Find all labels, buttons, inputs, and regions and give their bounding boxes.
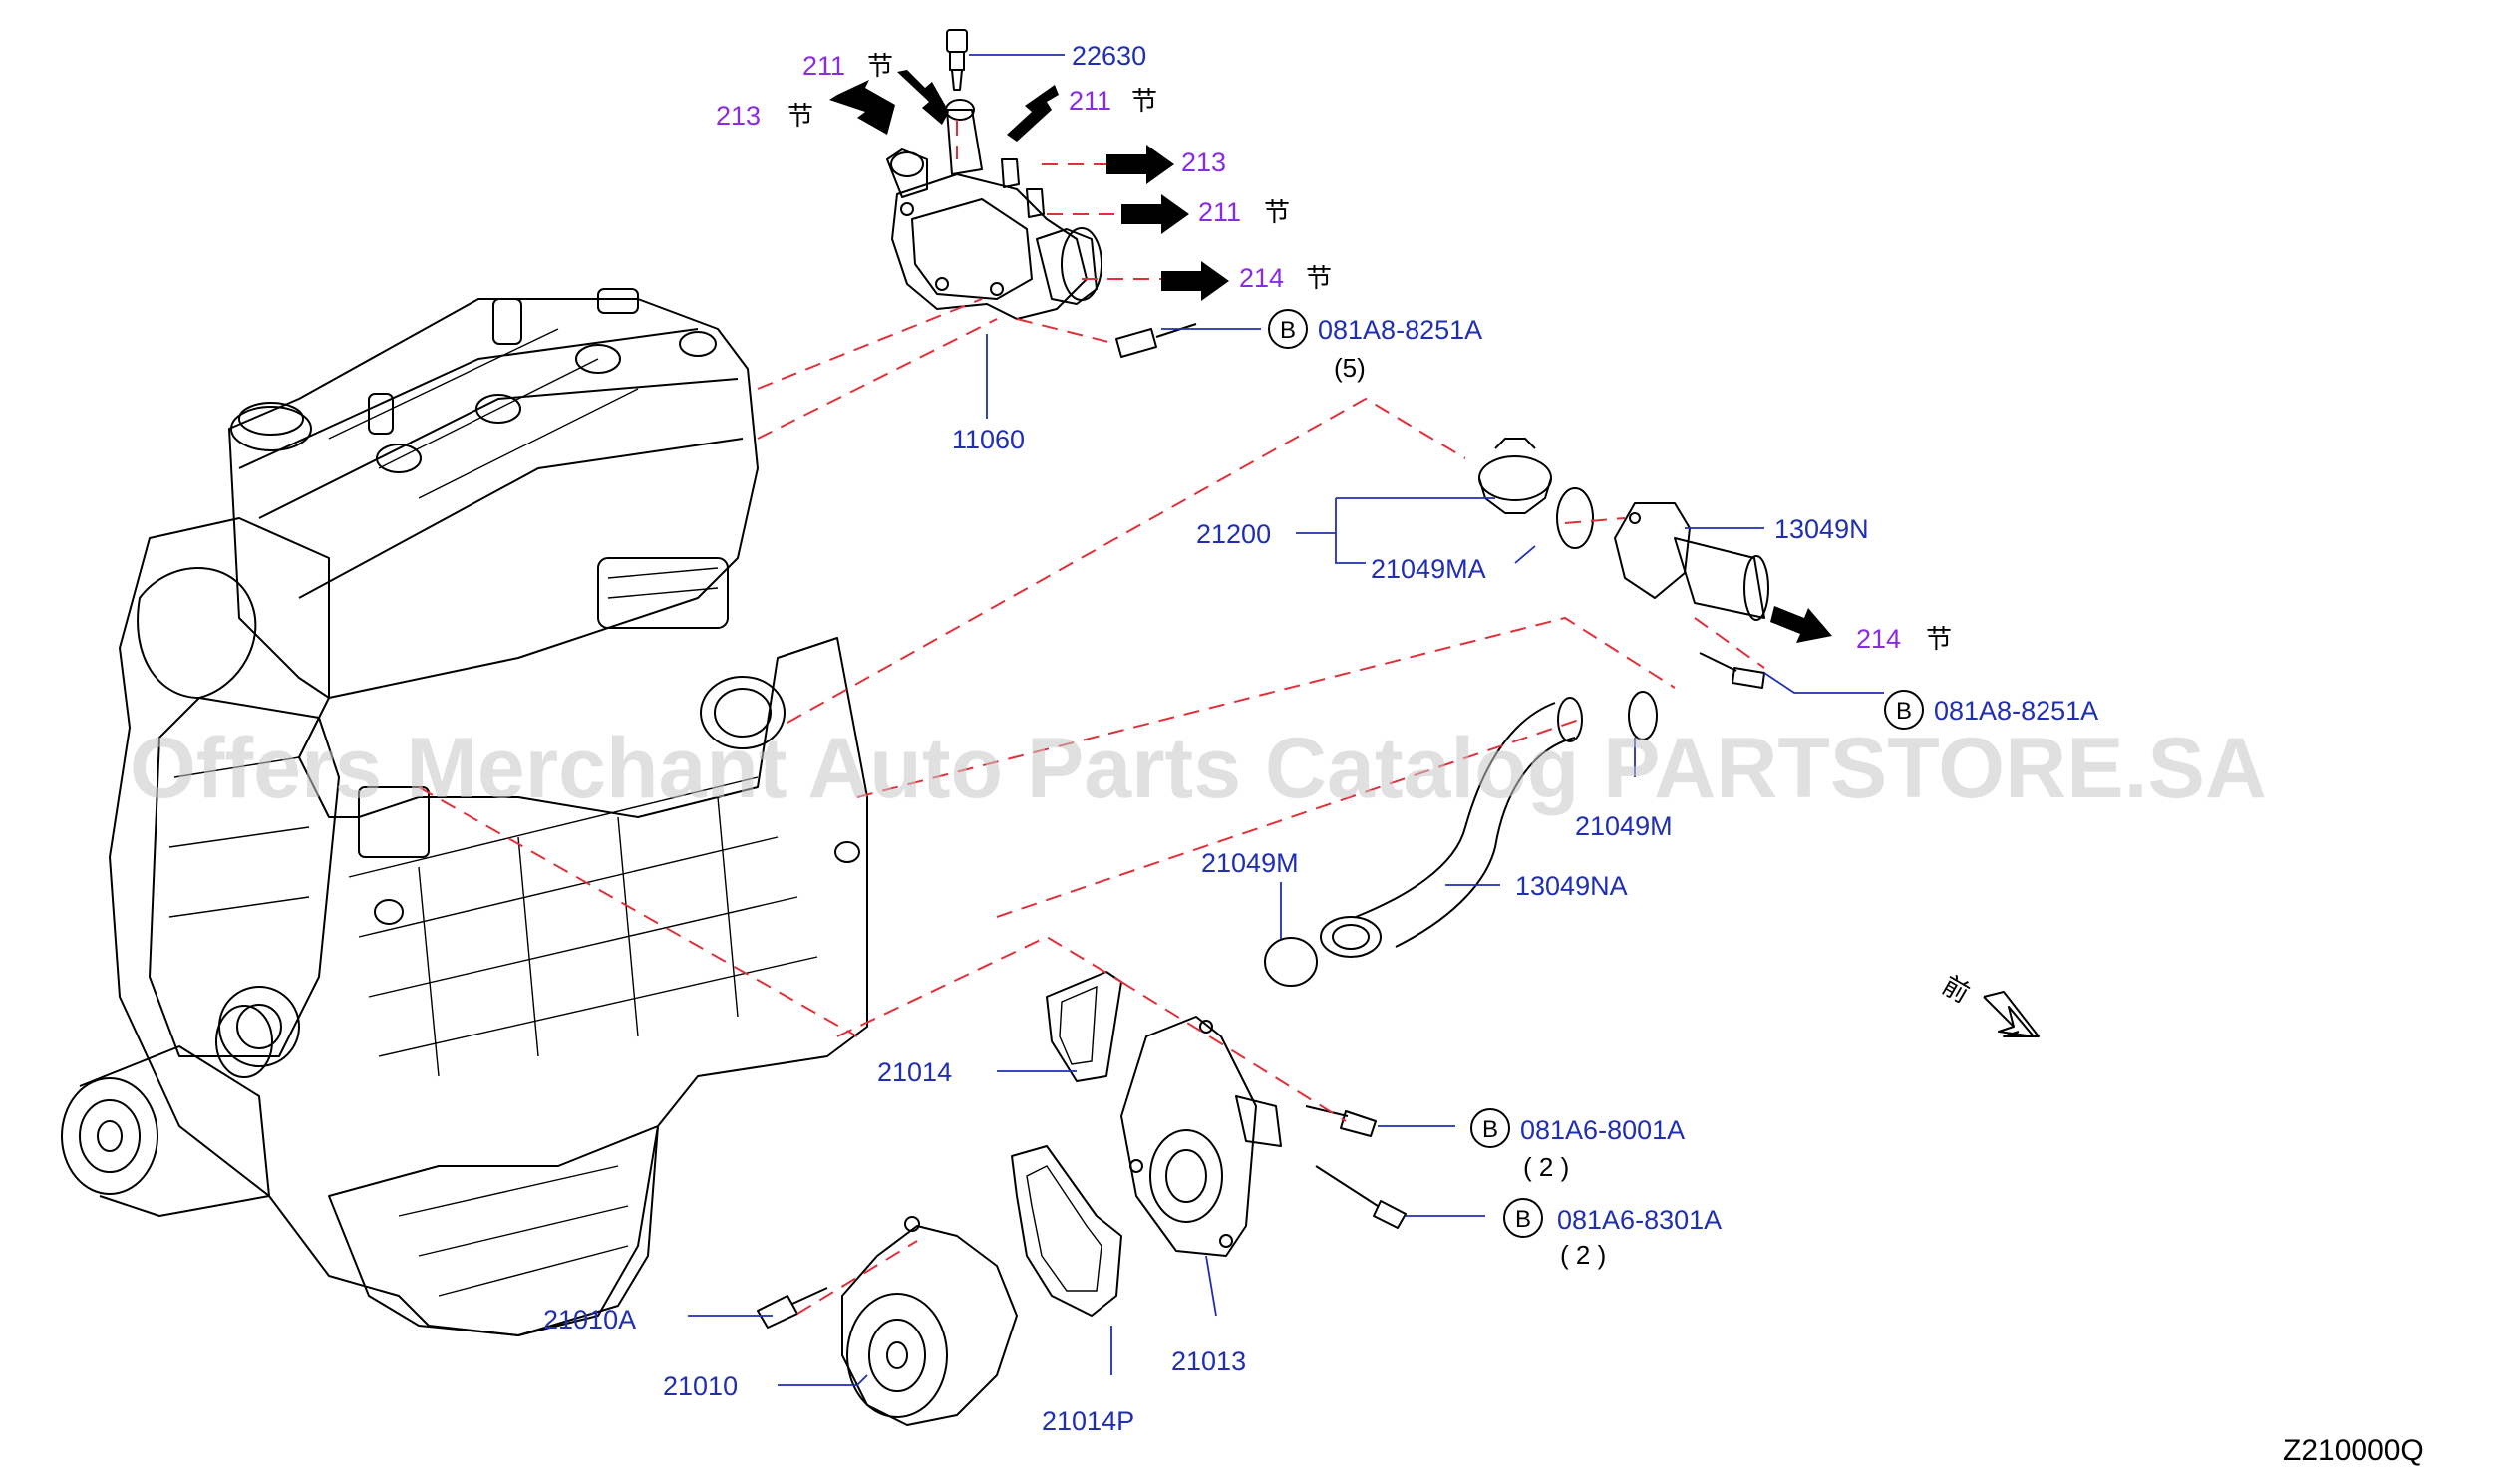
section-suffix-1: 节 — [867, 52, 893, 82]
thermostat-housing-drawing — [886, 29, 1102, 320]
badge-letter: B — [1482, 1116, 1498, 1143]
badge-letter: B — [1515, 1206, 1531, 1233]
bolt-qty-3: ( 2 ) — [1523, 1152, 1569, 1182]
front-direction-arrow — [1983, 991, 2040, 1037]
engine-block-drawing — [61, 288, 868, 1336]
bolt-badge-2: B — [1884, 690, 1924, 730]
section-arrows — [829, 70, 1832, 643]
section-ref-1: 211 — [802, 51, 845, 81]
bolt-badge-4: B — [1503, 1198, 1543, 1238]
bolt-qty-4: ( 2 ) — [1560, 1240, 1606, 1270]
section-ref-5: 211 — [1198, 197, 1241, 227]
section-suffix-5: 节 — [1264, 198, 1290, 228]
arrow-to-s4 — [1106, 145, 1174, 184]
section-ref-3: 211 — [1069, 86, 1111, 116]
bolt-qty-1: (5) — [1334, 353, 1366, 383]
front-label: 前 — [1937, 971, 1975, 1010]
bolt-badge-3: B — [1470, 1108, 1510, 1148]
section-ref-2: 213 — [716, 101, 761, 131]
callout-water-pump: 21010 — [663, 1371, 738, 1401]
badge-letter: B — [1896, 698, 1912, 725]
bolt-code-2: 081A8-8251A — [1934, 696, 2098, 726]
alignment-lines — [418, 120, 1765, 1315]
arrow-to-s6 — [1161, 261, 1229, 301]
bolt-code-4: 081A6-8301A — [1557, 1205, 1722, 1235]
callout-gasket-pump: 21014P — [1042, 1406, 1134, 1436]
callout-water-outlet: 13049N — [1774, 514, 1869, 544]
watermark-text: Offers Merchant Auto Parts Catalog PARTS… — [130, 721, 2267, 816]
water-outlet-drawing — [1614, 502, 1769, 621]
section-ref-4: 213 — [1181, 148, 1226, 177]
bolt-code-1: 081A8-8251A — [1318, 315, 1482, 345]
thermostat-drawing — [1478, 438, 1594, 549]
callout-o-ring-bottom: 21049M — [1201, 848, 1299, 878]
callout-sensor: 22630 — [1072, 41, 1146, 71]
callout-thermostat-gasket: 21049MA — [1371, 554, 1486, 584]
callout-gasket-upper: 21014 — [877, 1057, 952, 1087]
section-ref-6: 214 — [1239, 263, 1284, 293]
arrow-to-s2 — [829, 80, 895, 135]
section-suffix-3: 节 — [1131, 87, 1157, 117]
hose-pipe-drawing — [1264, 691, 1658, 987]
pump-assembly-drawing — [757, 323, 1765, 1426]
section-ref-7: 214 — [1856, 624, 1901, 654]
arrow-to-s5 — [1121, 194, 1189, 234]
diagram-code: Z210000Q — [2283, 1434, 2424, 1467]
callout-hose-pipe: 13049NA — [1515, 871, 1628, 901]
arrow-to-s7 — [1770, 606, 1832, 643]
callout-thermostat: 21200 — [1196, 519, 1271, 549]
callout-o-ring-top: 21049M — [1575, 811, 1673, 841]
section-suffix-2: 节 — [788, 102, 813, 132]
leader-lines — [688, 54, 1884, 1386]
callout-pump-housing: 21013 — [1171, 1346, 1246, 1376]
callout-pump-bolt: 21010A — [543, 1305, 636, 1334]
badge-letter: B — [1280, 317, 1296, 344]
arrow-to-s3 — [1007, 85, 1059, 142]
arrow-to-s1 — [897, 70, 949, 125]
bolt-code-3: 081A6-8001A — [1520, 1115, 1685, 1145]
callout-thermostat-housing: 11060 — [952, 425, 1025, 454]
section-suffix-6: 节 — [1306, 264, 1332, 294]
section-suffix-7: 节 — [1926, 625, 1952, 655]
bolt-badge-1: B — [1268, 309, 1308, 349]
